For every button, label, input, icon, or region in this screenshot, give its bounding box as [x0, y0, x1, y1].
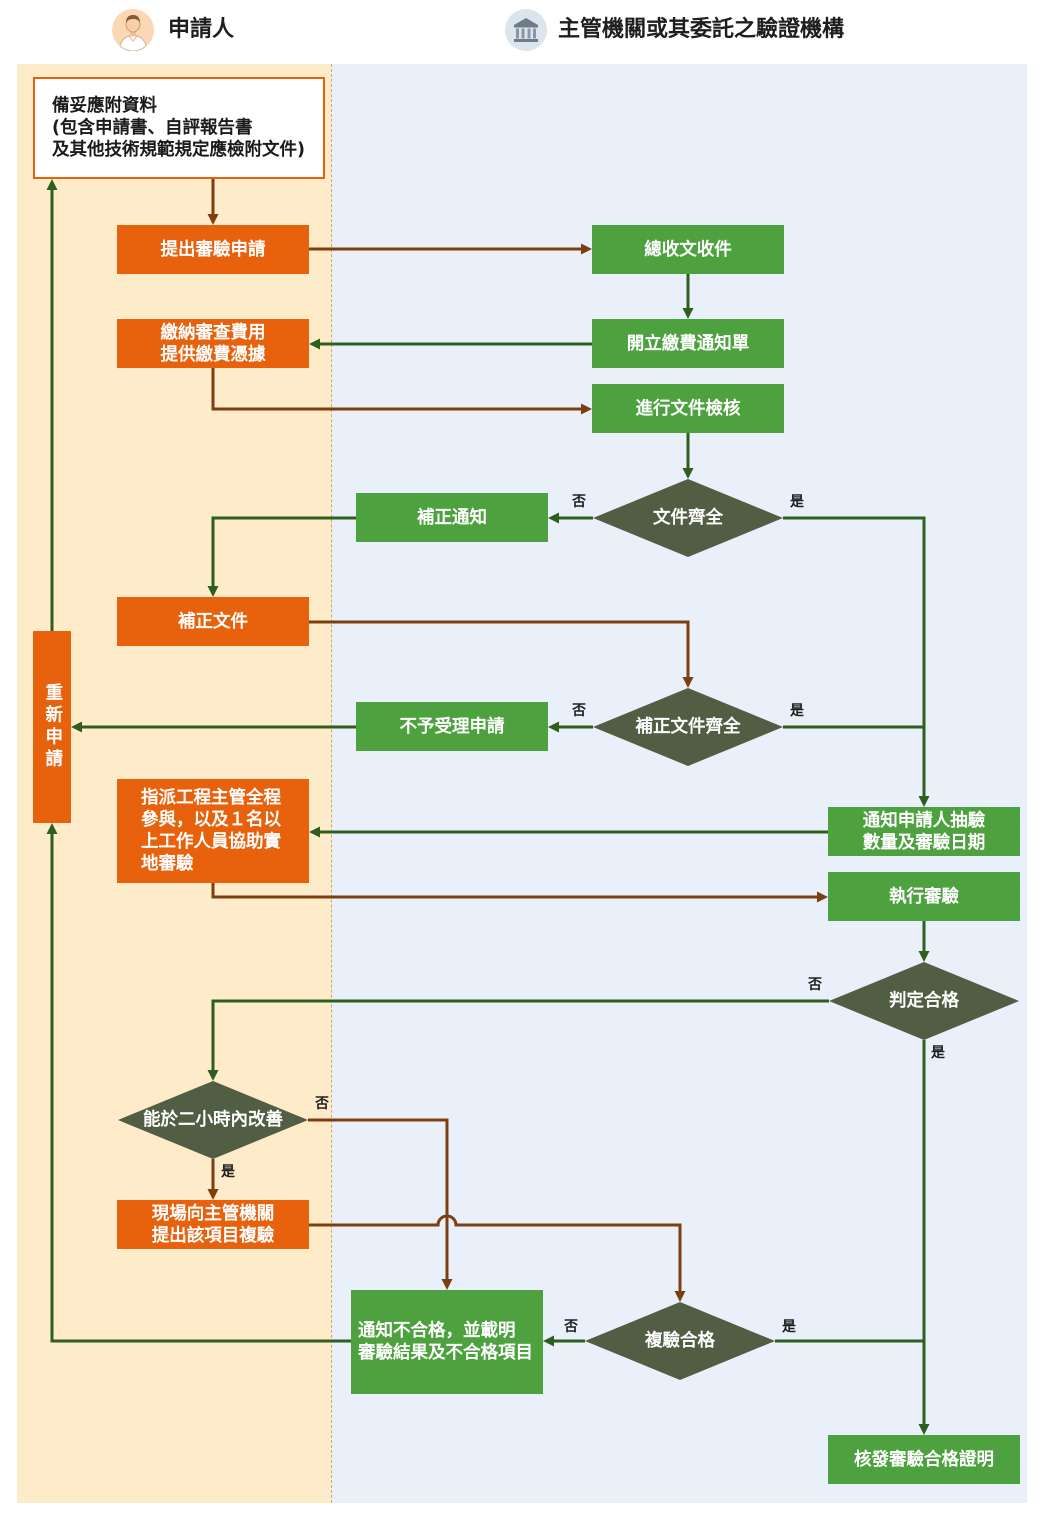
- documents-complete-no-label: 否: [572, 494, 586, 510]
- issue-payment-notice-label: 開立繳費通知單: [626, 333, 750, 354]
- person-avatar-icon: [112, 9, 154, 51]
- documents-complete-yes-label: 是: [790, 494, 804, 510]
- connector-assign-to-inspection: [211, 883, 828, 903]
- notify-sampling-line-2: 數量及審驗日期: [862, 832, 986, 853]
- judge-pass-no-label: 否: [808, 977, 822, 993]
- government-building-icon: [505, 9, 547, 51]
- documents-complete-label: 文件齊全: [653, 508, 723, 528]
- reject-application-step: 不予受理申請: [356, 702, 548, 751]
- submit-application-step: 提出審驗申請: [117, 225, 309, 274]
- connector-correction-notice-to-corrections: [207, 516, 356, 597]
- request-reinspection-step: 現場向主管機關 提出該項目複驗: [117, 1200, 309, 1249]
- reinspection-pass-no-label: 否: [564, 1319, 578, 1335]
- correction-notice-step: 補正通知: [356, 493, 548, 542]
- reinspection-pass-yes-label: 是: [782, 1319, 796, 1335]
- improve-within-two-hours-yes-label: 是: [221, 1164, 235, 1180]
- notify-failure-line-2: 審驗結果及不合格項目: [358, 1343, 533, 1363]
- prepare-documents-line-3: 及其他技術規範規定應檢附文件): [52, 140, 305, 160]
- judge-pass-label: 判定合格: [889, 991, 959, 1011]
- reinspection-pass-label: 複驗合格: [645, 1331, 715, 1351]
- judge-pass-yes-label: 是: [931, 1045, 945, 1061]
- notify-failure-step: 通知不合格，並載明 審驗結果及不合格項目: [351, 1290, 543, 1394]
- reapply-step: 重新申請: [33, 631, 71, 823]
- notify-sampling-step: 通知申請人抽驗 數量及審驗日期: [828, 807, 1020, 856]
- corrections-complete-no-label: 否: [572, 703, 586, 719]
- request-reinspection-line-1: 現場向主管機關: [151, 1203, 275, 1224]
- submit-corrections-step: 補正文件: [117, 597, 309, 646]
- issue-certificate-label: 核發審驗合格證明: [854, 1449, 994, 1470]
- receive-documents-step: 總收文收件: [592, 225, 784, 274]
- pay-fee-line-1: 繳納審查費用: [160, 322, 266, 343]
- lane-divider: [331, 64, 332, 1503]
- reject-application-label: 不予受理申請: [399, 716, 505, 737]
- corrections-complete-label: 補正文件齊全: [635, 717, 741, 737]
- pay-fee-step: 繳納審查費用 提供繳費憑據: [117, 319, 309, 368]
- request-reinspection-line-2: 提出該項目複驗: [151, 1225, 275, 1246]
- assign-inspection-staff-step: 指派工程主管全程 參與，以及１名以 上工作人員協助實 地審驗: [117, 779, 309, 883]
- corrections-complete-yes-label: 是: [790, 703, 804, 719]
- issue-certificate-step: 核發審驗合格證明: [828, 1435, 1020, 1484]
- issue-payment-notice-step: 開立繳費通知單: [592, 319, 784, 368]
- notify-sampling-line-1: 通知申請人抽驗: [862, 810, 986, 831]
- prepare-documents-box: 備妥應附資料 (包含申請書、自評報告書 及其他技術規範規定應檢附文件): [33, 77, 325, 179]
- connector-reinspection-to-result: [309, 1214, 686, 1302]
- connector-corrections-to-check: [309, 620, 694, 688]
- connector-check-yes-to-sampling: [783, 516, 930, 807]
- document-review-label: 進行文件檢核: [635, 398, 741, 419]
- assign-inspection-staff-line-3: 上工作人員協助實: [141, 832, 281, 852]
- prepare-documents-line-1: 備妥應附資料: [52, 96, 157, 116]
- improve-within-two-hours-label: 能於二小時內改善: [143, 1110, 283, 1130]
- document-review-step: 進行文件檢核: [592, 384, 784, 433]
- pay-fee-line-2: 提供繳費憑據: [160, 344, 266, 365]
- authority-lane-title: 主管機關或其委託之驗證機構: [558, 17, 845, 42]
- submit-application-label: 提出審驗申請: [160, 239, 266, 260]
- correction-notice-label: 補正通知: [417, 507, 487, 528]
- assign-inspection-staff-line-1: 指派工程主管全程: [141, 788, 281, 808]
- receive-documents-label: 總收文收件: [644, 239, 732, 260]
- improve-within-two-hours-no-label: 否: [315, 1096, 329, 1112]
- connector-failure-to-reapply: [46, 823, 351, 1343]
- prepare-documents-line-2: (包含申請書、自評報告書: [52, 118, 253, 138]
- applicant-lane-title: 申請人: [168, 17, 235, 42]
- submit-corrections-label: 補正文件: [178, 611, 248, 632]
- connector-improve-no-to-failure: [308, 1118, 453, 1290]
- assign-inspection-staff-line-4: 地審驗: [141, 854, 194, 874]
- reapply-label: 重新申請: [42, 683, 63, 771]
- connector-judge-no-to-improve: [207, 999, 829, 1081]
- perform-inspection-label: 執行審驗: [889, 886, 959, 907]
- assign-inspection-staff-line-2: 參與，以及１名以: [141, 810, 281, 830]
- connector-pay-to-review: [211, 368, 592, 415]
- perform-inspection-step: 執行審驗: [828, 872, 1020, 921]
- notify-failure-line-1: 通知不合格，並載明: [358, 1321, 516, 1341]
